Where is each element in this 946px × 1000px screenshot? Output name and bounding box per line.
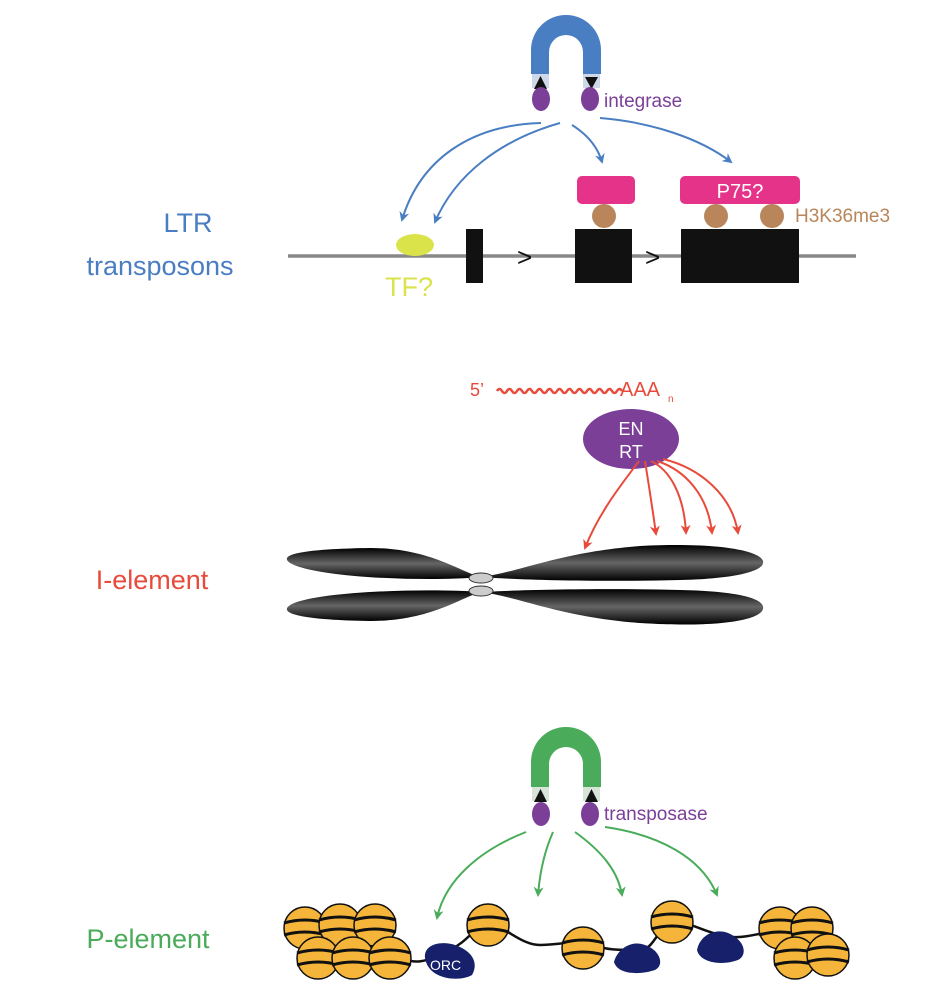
- nucleosome: [560, 925, 606, 971]
- ltr-arrow-down-icon: [585, 77, 598, 89]
- exon-block-2: [681, 229, 799, 283]
- ltr-label-line1: LTR: [163, 208, 212, 238]
- centromere-upper: [468, 572, 494, 584]
- ltr-targeting-arrows: [399, 117, 733, 224]
- orc-label: ORC: [430, 957, 461, 973]
- transposase-subunit-left: [532, 802, 550, 826]
- rt-label: RT: [619, 442, 643, 462]
- rna-5prime-label: 5’: [470, 380, 484, 400]
- nucleosome-cluster-right: [757, 905, 851, 981]
- nucleosome: [649, 899, 695, 945]
- rna-strand: [495, 387, 624, 395]
- ltr-arrow-up-icon: [534, 76, 547, 89]
- ltr-label-line2: transposons: [86, 251, 233, 281]
- ielement-label: I-element: [96, 565, 209, 595]
- poly-a-label: AAA: [620, 379, 661, 401]
- integrase-complex: integrase: [531, 15, 682, 112]
- transcription-direction-icon: >: [645, 242, 660, 272]
- integrase-label: integrase: [604, 91, 682, 112]
- ielement-targeting-arrows: [583, 458, 742, 550]
- chromosome: [286, 545, 764, 625]
- pelement-label: P-element: [86, 924, 210, 954]
- transposase-subunit-right: [581, 802, 599, 826]
- pelement-section: P-element transposase: [86, 727, 851, 981]
- pelement-magnet-shape: [531, 727, 601, 787]
- orc-complex: [424, 943, 475, 979]
- poly-a-subscript: n: [668, 394, 674, 405]
- transposase-complex: transposase: [531, 727, 708, 826]
- tf-oval: [396, 234, 434, 256]
- h3k36me3-mark: [592, 204, 616, 228]
- orc-complex: [697, 931, 744, 963]
- nucleosome-cluster-left: [282, 902, 413, 981]
- tf-label: TF?: [385, 272, 433, 302]
- en-label: EN: [618, 419, 643, 439]
- integrase-subunit-left: [532, 87, 550, 111]
- histone-mark-label: H3K36me3: [795, 206, 890, 227]
- pelement-arrow-up-icon: [585, 789, 598, 802]
- pelement-arrow-up-icon: [534, 789, 547, 802]
- ielement-section: I-element 5’ AAA n EN RT: [96, 379, 764, 625]
- nucleosome: [465, 902, 511, 948]
- h3k36me3-mark: [704, 204, 728, 228]
- transcription-direction-icon: >: [517, 242, 532, 272]
- centromere-lower: [468, 585, 494, 597]
- integrase-subunit-right: [581, 87, 599, 111]
- exon-block-1: [575, 229, 632, 283]
- orc-complex: [614, 943, 661, 974]
- p75-reader: [577, 176, 635, 204]
- transposase-label: transposase: [604, 804, 708, 825]
- h3k36me3-mark: [760, 204, 784, 228]
- p75-reader: [680, 176, 800, 204]
- en-rt-enzyme: [583, 409, 679, 469]
- p75-label: P75?: [717, 181, 764, 203]
- ltr-magnet-shape: [531, 15, 601, 74]
- gene-promoter-block: [466, 229, 483, 283]
- pelement-targeting-arrows: [433, 826, 719, 920]
- ltr-section: LTR transposons integrase TF? > >: [86, 15, 890, 302]
